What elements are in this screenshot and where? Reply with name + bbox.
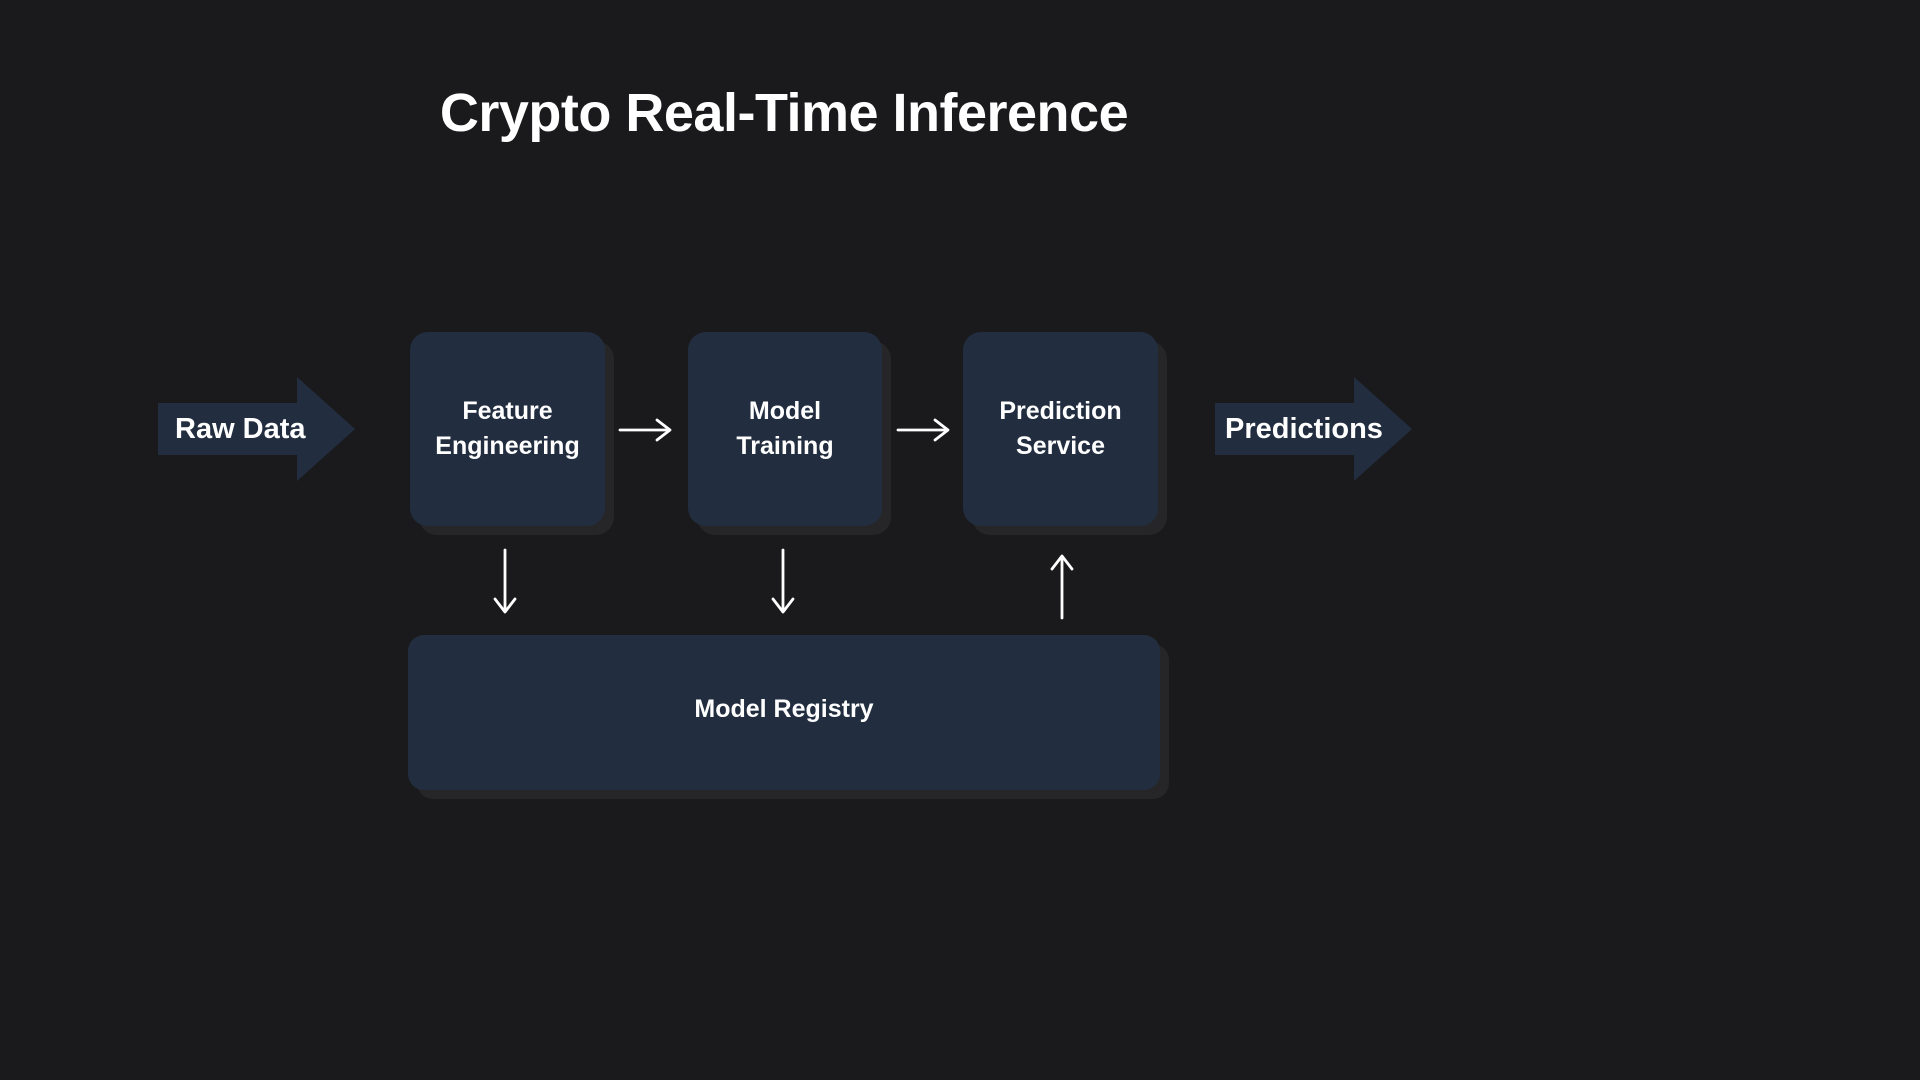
process-node-model-training[interactable]: Model Training: [688, 332, 882, 526]
block-arrow-right-icon: [1215, 377, 1412, 481]
datastore-node-model-registry[interactable]: Model Registry: [408, 635, 1160, 790]
output-block-arrow-predictions: Predictions: [1215, 377, 1412, 481]
input-block-arrow-raw-data: Raw Data: [158, 377, 355, 481]
process-node-feature-engineering[interactable]: Feature Engineering: [410, 332, 605, 526]
input-label-raw-data: Raw Data: [175, 412, 306, 445]
page-title: Crypto Real-Time Inference: [439, 83, 1129, 143]
datastore-node-label: Model Registry: [694, 695, 874, 723]
connector-arrow-model-registry-to-prediction-service: [1050, 554, 1074, 620]
process-node-prediction-service[interactable]: Prediction Service: [963, 332, 1158, 526]
output-label-predictions: Predictions: [1225, 412, 1383, 445]
connector-arrow-feature-engineering-to-model-registry: [493, 548, 517, 614]
process-node-label: Prediction Service: [999, 396, 1122, 461]
block-arrow-right-icon: [158, 377, 355, 481]
process-node-label: Model Training: [736, 396, 834, 461]
connector-arrow-feature-engineering-to-model-training: [618, 418, 672, 442]
process-node-label: Feature Engineering: [435, 396, 580, 461]
connector-arrow-model-training-to-prediction-service: [896, 418, 950, 442]
connector-arrow-model-training-to-model-registry: [771, 548, 795, 614]
